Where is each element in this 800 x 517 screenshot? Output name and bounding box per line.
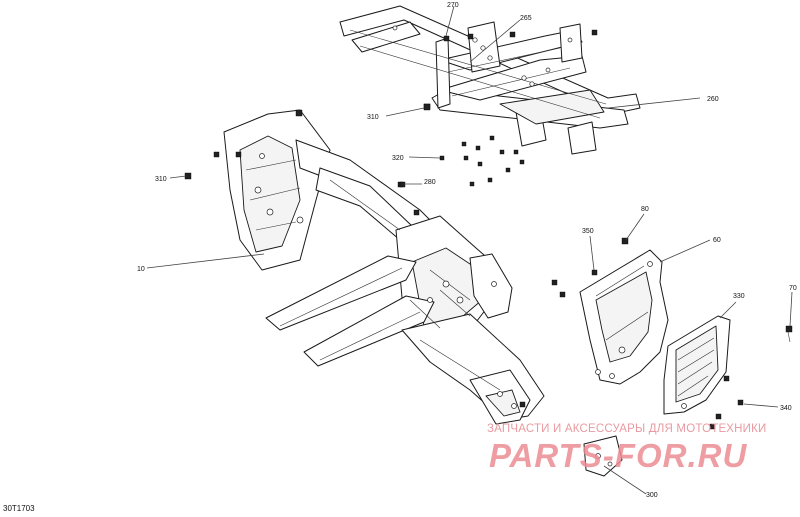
nut-80 bbox=[621, 237, 629, 245]
callout-60: 60 bbox=[713, 237, 721, 244]
bolt-70 bbox=[785, 325, 793, 343]
callout-280: 280 bbox=[424, 179, 436, 186]
callout-260: 260 bbox=[707, 96, 719, 103]
nut-310-right bbox=[423, 103, 431, 111]
callout-270: 270 bbox=[447, 2, 459, 9]
callout-330: 330 bbox=[733, 293, 745, 300]
callout-310-right: 310 bbox=[367, 114, 379, 121]
bracket-300 bbox=[583, 435, 623, 477]
hardware-320-nuts bbox=[439, 135, 525, 187]
nut-350 bbox=[591, 269, 598, 276]
callout-350: 350 bbox=[582, 228, 594, 235]
callout-265: 265 bbox=[520, 15, 532, 22]
nut-280 bbox=[399, 181, 406, 188]
bracket-60 bbox=[579, 249, 669, 385]
leader-lines bbox=[146, 5, 793, 495]
callout-300: 300 bbox=[646, 492, 658, 499]
bracket-60-nuts bbox=[551, 279, 566, 298]
watermark-caption: ЗАПЧАСТИ И АКСЕССУАРЫ ДЛЯ МОТОТЕХНИКИ bbox=[487, 423, 767, 435]
callout-320: 320 bbox=[392, 155, 404, 162]
callout-80: 80 bbox=[641, 206, 649, 213]
callout-70: 70 bbox=[789, 285, 797, 292]
watermark-logo: PARTS-FOR.RU bbox=[489, 437, 748, 474]
callout-310-left: 310 bbox=[155, 176, 167, 183]
plate-330 bbox=[663, 315, 731, 415]
bolts-340 bbox=[709, 375, 744, 430]
callout-10: 10 bbox=[137, 266, 145, 273]
callout-340: 340 bbox=[780, 405, 792, 412]
main-frame bbox=[213, 109, 545, 425]
diagram-id: 30T1703 bbox=[3, 504, 35, 513]
rear-frame-extension bbox=[339, 5, 641, 155]
